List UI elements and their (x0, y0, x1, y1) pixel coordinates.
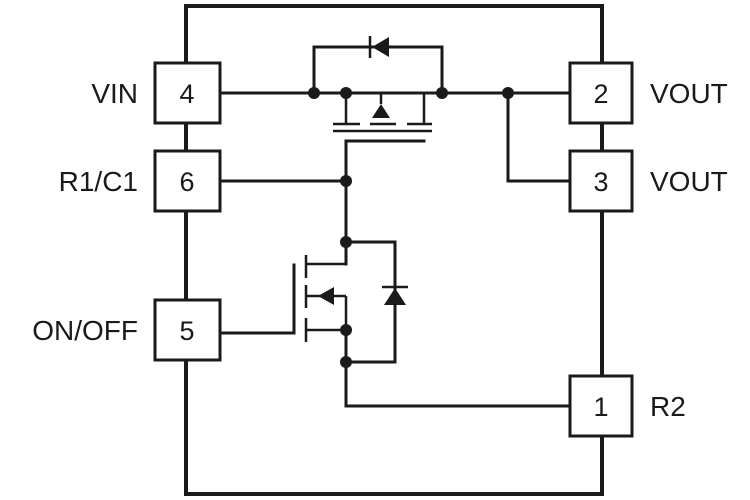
pin-label: VOUT (650, 166, 728, 197)
diode-bypass-loop (312, 45, 444, 95)
pin-6: 6 R1/C1 (59, 149, 222, 213)
junction-dot (502, 87, 514, 99)
junction-dot (340, 324, 352, 336)
top-diode (368, 36, 389, 58)
pmos-body-arrow (372, 104, 390, 118)
pin-number: 1 (593, 392, 608, 422)
pin-label: R1/C1 (59, 166, 138, 197)
pin-label: ON/OFF (32, 315, 138, 346)
pin-5: 5 ON/OFF (32, 298, 222, 362)
junctions (308, 87, 514, 368)
pin-2: 2 VOUT (568, 61, 728, 125)
pin-label: R2 (650, 391, 686, 422)
pin-number: 5 (179, 316, 194, 346)
pin-number: 4 (179, 79, 194, 109)
junction-dot (340, 87, 352, 99)
nmos-body-arrow (318, 287, 334, 305)
junction-dot (340, 175, 352, 187)
pin-4: 4 VIN (91, 61, 222, 125)
pin-3: 3 VOUT (568, 149, 728, 213)
junction-dot (436, 87, 448, 99)
pin-label: VIN (91, 78, 138, 109)
pin-number: 2 (593, 79, 608, 109)
pin-number: 6 (179, 167, 194, 197)
vout-pin3-wire (506, 91, 572, 183)
pin-1: 1 R2 (568, 374, 686, 438)
nmos-transistor (292, 255, 348, 342)
pin-label: VOUT (650, 78, 728, 109)
package-outline (184, 4, 604, 496)
junction-dot (340, 356, 352, 368)
nmos-diode (382, 285, 408, 305)
wires (218, 45, 572, 408)
r2-wire (344, 328, 572, 408)
pin-number: 3 (593, 167, 608, 197)
onoff-gate-wire (218, 263, 296, 335)
junction-dot (340, 236, 352, 248)
junction-dot (308, 87, 320, 99)
pmos-transistor (333, 93, 432, 133)
